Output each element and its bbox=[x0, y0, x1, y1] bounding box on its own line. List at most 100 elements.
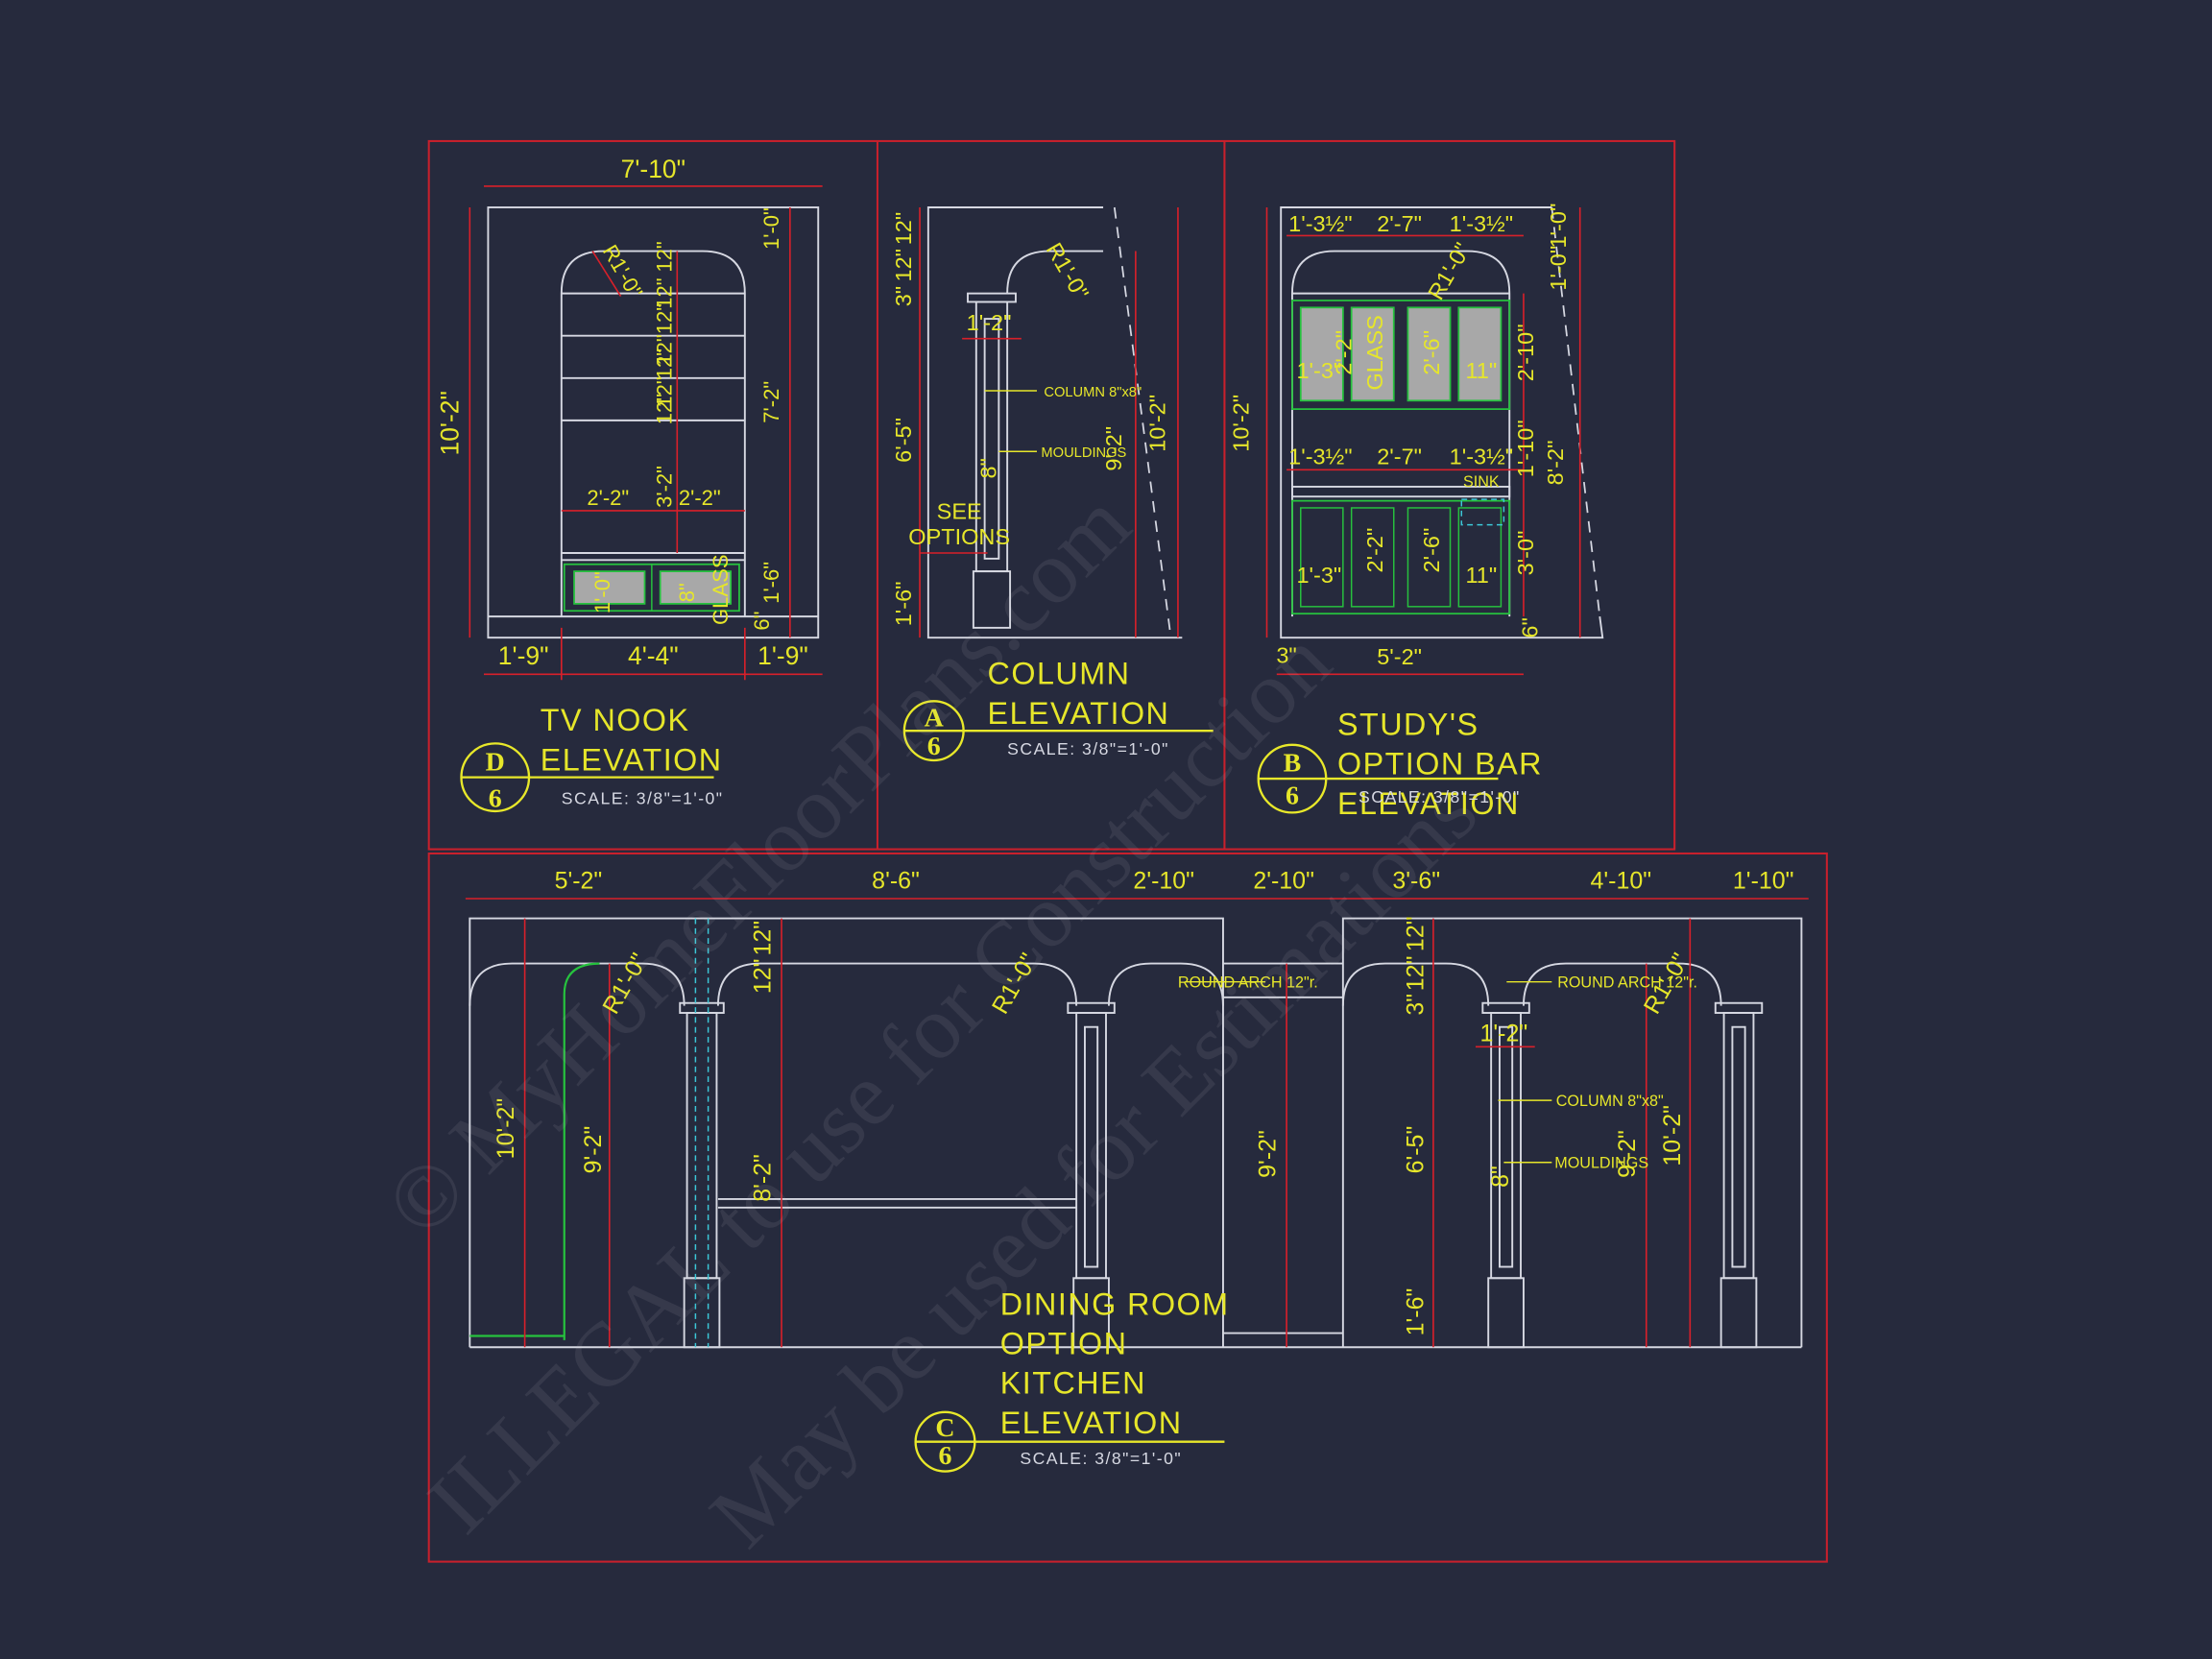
view-tag-sheet-number: 6 bbox=[1286, 781, 1299, 811]
dimension-label: GLASS bbox=[709, 554, 733, 624]
dimension-label: 12" bbox=[891, 249, 916, 281]
dimension-label: SINK bbox=[1463, 473, 1500, 491]
dimension-label: 8'-2" bbox=[749, 1154, 776, 1202]
dining-kitchen-elevation bbox=[465, 898, 1809, 1349]
view-title-line: ELEVATION bbox=[1337, 786, 1520, 821]
dimension-label: 12" bbox=[1403, 916, 1430, 951]
dimension-label: 1'-6" bbox=[1403, 1288, 1430, 1336]
view-scale-note: SCALE: 3/8"=1'-0" bbox=[1020, 1449, 1182, 1468]
dimension-label: 10'-2" bbox=[1145, 395, 1170, 452]
dimension-label: 10'-2" bbox=[1228, 395, 1253, 452]
dimension-label: 2'-6" bbox=[1419, 330, 1444, 375]
column-elevation bbox=[919, 206, 1183, 639]
view-title-line: COLUMN bbox=[988, 657, 1131, 691]
dimension-label: 2'-2" bbox=[1362, 528, 1387, 573]
dimension-label: 3'-2" bbox=[652, 466, 676, 508]
dimension-label: SEE bbox=[937, 499, 982, 524]
tv-nook-elevation bbox=[469, 185, 823, 681]
dimension-label: 1'-9" bbox=[498, 641, 549, 670]
dimension-label: 6'-5" bbox=[891, 418, 916, 463]
view-tag-letter: D bbox=[486, 747, 505, 777]
dimension-label: 12" bbox=[749, 921, 776, 956]
dimension-label: 1'-6" bbox=[891, 581, 916, 626]
view-scale-note: SCALE: 3/8"=1'-0" bbox=[1007, 739, 1169, 758]
dimension-label: 2'-7" bbox=[1377, 444, 1422, 469]
dimension-label: 8'-6" bbox=[872, 868, 920, 895]
dimension-label: 3'-6" bbox=[1392, 868, 1440, 895]
view-tag-letter: C bbox=[935, 1413, 954, 1443]
view-title-line: ELEVATION bbox=[541, 742, 723, 777]
dimension-label: 1'-3½" bbox=[1288, 211, 1352, 236]
dimension-label: 11" bbox=[1465, 563, 1497, 588]
dimension-label: 5'-2" bbox=[555, 868, 603, 895]
dimension-label: 12" bbox=[1403, 956, 1430, 992]
dimension-label: 12" bbox=[652, 241, 676, 272]
dimension-label: 7'-2" bbox=[759, 381, 783, 423]
dimension-label: 5'-2" bbox=[1377, 644, 1422, 669]
dimension-label: ROUND ARCH 12"r. bbox=[1178, 974, 1318, 992]
view-title-line: ELEVATION bbox=[988, 696, 1170, 731]
dimension-label: 12" bbox=[652, 349, 676, 379]
dimension-label: OPTIONS bbox=[908, 524, 1010, 549]
view-tag-sheet-number: 6 bbox=[489, 783, 502, 813]
dimension-label: COLUMN 8"x8" bbox=[1044, 385, 1142, 400]
dimension-label: 1'-2" bbox=[967, 310, 1012, 335]
dimension-label: 12" bbox=[652, 303, 676, 334]
dimension-label: 9'-2" bbox=[580, 1126, 607, 1174]
dimension-label: 1'-0" bbox=[759, 207, 783, 250]
dimension-label: 1'-3½" bbox=[1450, 444, 1513, 469]
dimension-label: 3'-0" bbox=[1513, 531, 1538, 576]
view-title-line: ELEVATION bbox=[1000, 1406, 1183, 1440]
dimension-label: 1'-3" bbox=[1296, 358, 1341, 383]
dimension-label: 12" bbox=[749, 958, 776, 994]
dimension-label: 1'-6" bbox=[759, 562, 783, 604]
dimension-label: 10'-2" bbox=[436, 391, 465, 455]
dimension-label: 1'-10" bbox=[1733, 868, 1794, 895]
dimension-label: 9'-2" bbox=[1101, 426, 1126, 471]
dimension-label: 8" bbox=[1487, 1166, 1514, 1188]
dimension-label: 12" bbox=[652, 394, 676, 424]
dimension-label: 1'-10" bbox=[1513, 420, 1538, 477]
study-bar-elevation bbox=[1265, 206, 1604, 676]
dimension-label: 11" bbox=[1465, 358, 1497, 383]
dimension-label: 12" bbox=[652, 277, 676, 308]
dimension-label: 8" bbox=[975, 458, 1000, 478]
dimension-label: 2'-7" bbox=[1377, 211, 1422, 236]
dimension-label: 9'-2" bbox=[1254, 1130, 1281, 1178]
view-title-line: KITCHEN bbox=[1000, 1366, 1146, 1401]
view-frames bbox=[427, 139, 1828, 1563]
dimension-label: 6" bbox=[750, 611, 774, 630]
dimension-label: 4'-4" bbox=[628, 641, 679, 670]
dimension-label: COLUMN 8"x8" bbox=[1556, 1093, 1664, 1110]
dimension-label: 6'-5" bbox=[1403, 1126, 1430, 1174]
dimension-label: 10'-2" bbox=[493, 1098, 519, 1160]
dimension-label: 7'-10" bbox=[621, 155, 685, 183]
dimension-label: 6" bbox=[1518, 617, 1543, 637]
dimension-label: GLASS bbox=[1362, 315, 1387, 390]
dimension-label: 1'-9" bbox=[757, 641, 808, 670]
dimension-label: ROUND ARCH 12"r. bbox=[1557, 974, 1697, 992]
dimension-label: MOULDINGS bbox=[1554, 1155, 1648, 1172]
dimension-label: 1'-3½" bbox=[1288, 444, 1352, 469]
dimension-label: 2'-2" bbox=[679, 486, 721, 510]
dimension-label: MOULDINGS bbox=[1041, 445, 1126, 461]
dimension-label: 1'-0" bbox=[1546, 204, 1571, 249]
view-title-line: DINING ROOM bbox=[1000, 1286, 1230, 1321]
dimension-label: 2'-10" bbox=[1513, 324, 1538, 381]
dimension-label: 1'-2" bbox=[1480, 1020, 1528, 1046]
view-title-line: OPTION BAR bbox=[1337, 747, 1543, 781]
view-scale-note: SCALE: 3/8"=1'-0" bbox=[1358, 787, 1521, 806]
view-title-line: STUDY'S bbox=[1337, 708, 1479, 742]
dimension-label: 2'-6" bbox=[1419, 528, 1444, 573]
view-tag-letter: B bbox=[1284, 749, 1302, 779]
dimension-label: 1'-0" bbox=[590, 571, 614, 613]
dimension-label: 1'-3½" bbox=[1450, 211, 1513, 236]
dimension-label: 2'-2" bbox=[1332, 330, 1357, 375]
view-scale-note: SCALE: 3/8"=1'-0" bbox=[562, 789, 724, 808]
view-tag-letter: A bbox=[925, 704, 944, 733]
view-title-line: OPTION bbox=[1000, 1327, 1128, 1361]
dimension-label: 12" bbox=[652, 334, 676, 365]
dimension-label: 12" bbox=[652, 376, 676, 407]
dimension-label: 1'-0" bbox=[1546, 246, 1571, 291]
